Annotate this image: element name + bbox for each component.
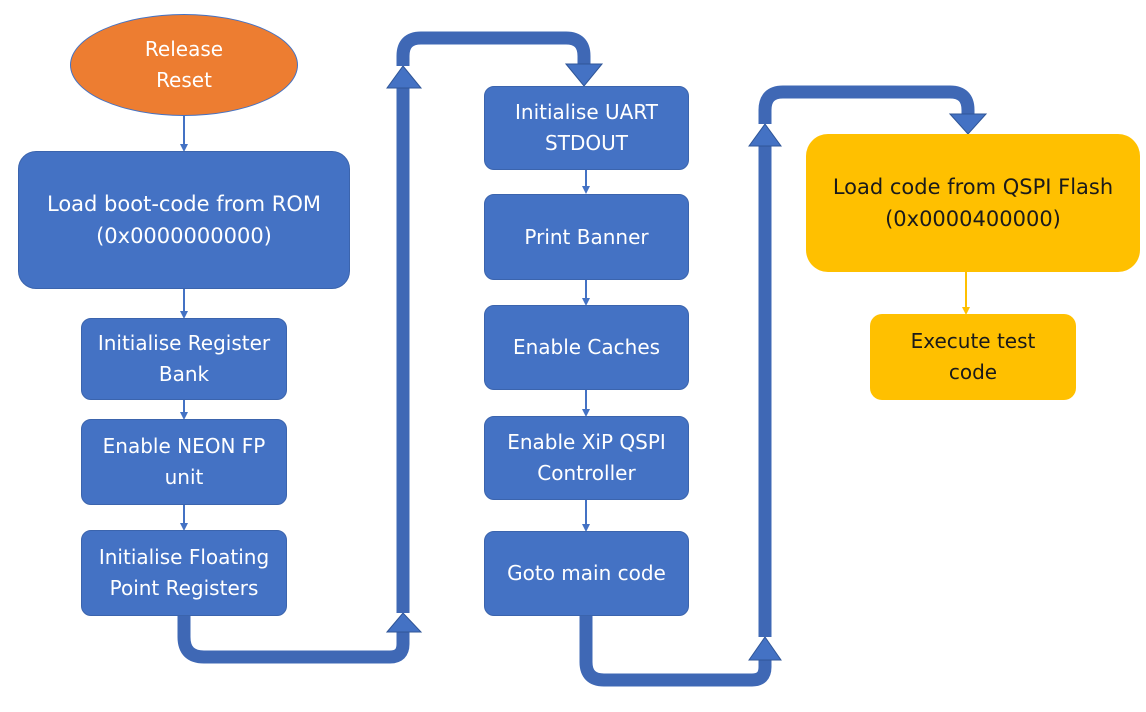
connector-top-2 [758, 85, 975, 124]
start-node-release-reset: Release Reset [70, 14, 298, 116]
arrowhead-up-upper-1 [386, 65, 423, 89]
node-text-line: (0x0000000000) [96, 224, 272, 248]
node-text-line: Load code from QSPI Flash [832, 175, 1114, 199]
node-text-line: code [948, 360, 998, 384]
arrowhead-down-1 [564, 63, 604, 87]
node-init-uart: Initialise UART STDOUT [484, 86, 689, 170]
node-text-line: Reset [156, 68, 212, 92]
node-load-boot-code: Load boot-code from ROM (0x0000000000) [18, 151, 350, 289]
node-text-line: Initialise Register [97, 331, 271, 355]
node-text-line: Execute test [910, 329, 1036, 353]
arrowhead-down-2 [948, 113, 988, 135]
arrowhead-up-lower-1 [385, 612, 423, 633]
node-text-line: unit [164, 465, 204, 489]
arrowhead-up-lower-2 [748, 636, 782, 661]
node-text-line: Release [144, 37, 224, 61]
node-print-banner: Print Banner [484, 194, 689, 280]
node-text-line: Enable NEON FP [102, 434, 266, 458]
node-text-line: (0x0000400000) [885, 207, 1061, 231]
node-text-line: Bank [158, 362, 210, 386]
node-enable-xip: Enable XiP QSPI Controller [484, 416, 689, 500]
node-load-qspi: Load code from QSPI Flash (0x0000400000) [806, 134, 1140, 272]
connector-fp-to-uart [177, 616, 410, 664]
node-text-line: Controller [537, 461, 636, 485]
node-init-register-bank: Initialise Register Bank [81, 318, 287, 400]
node-text-line: Point Registers [109, 576, 259, 600]
node-text-line: STDOUT [545, 131, 628, 155]
node-text-line: Enable Caches [512, 335, 661, 359]
node-text-line: Enable XiP QSPI [507, 430, 666, 454]
node-text-line: Goto main code [507, 561, 666, 585]
node-text-line: Load boot-code from ROM [47, 192, 321, 216]
node-execute-test: Execute test code [870, 314, 1076, 400]
node-init-fp-registers: Initialise Floating Point Registers [81, 530, 287, 616]
node-goto-main: Goto main code [484, 531, 689, 616]
connector-main-to-qspi [579, 616, 772, 687]
arrowhead-up-upper-2 [748, 123, 782, 147]
node-text-line: Initialise Floating [98, 545, 270, 569]
node-enable-caches: Enable Caches [484, 305, 689, 390]
node-enable-neon: Enable NEON FP unit [81, 419, 287, 505]
node-text-line: Initialise UART [515, 100, 658, 124]
connector-top-1 [396, 31, 591, 66]
node-text-line: Print Banner [524, 224, 649, 249]
